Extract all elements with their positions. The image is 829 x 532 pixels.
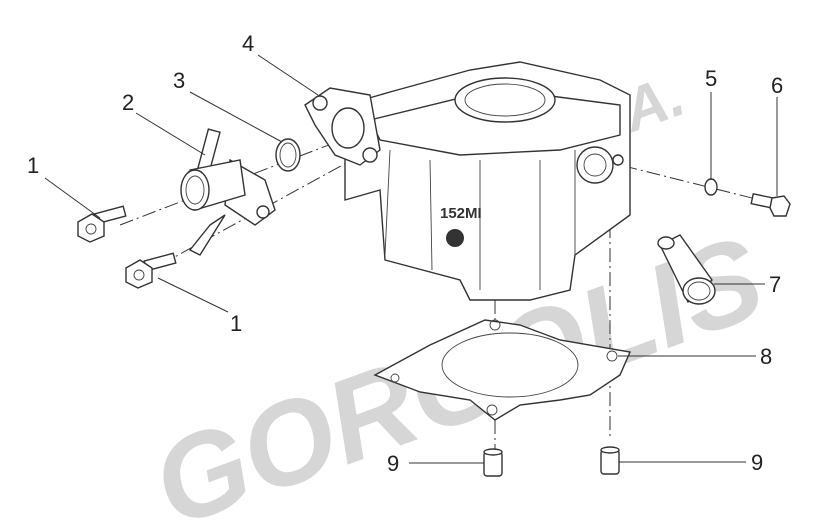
callout-washer: 5: [705, 66, 717, 91]
pipe: [657, 234, 716, 305]
cylinder-block: 152MI: [344, 61, 631, 301]
thermostat-housing: [304, 87, 381, 166]
screw: [750, 192, 791, 217]
callout-bolt-lower: 1: [230, 311, 242, 336]
cylinder-gasket: [373, 319, 631, 421]
logo-emblem: [446, 229, 464, 247]
callout-water-fitting: 2: [122, 90, 134, 115]
dowel-left: [483, 448, 503, 477]
callout-screw: 6: [771, 73, 783, 98]
callout-labels: 1 1 2 3 4 5 6 7 8 9 9: [27, 31, 783, 476]
bolt-upper: [77, 205, 127, 243]
callout-dowel-left: 9: [387, 451, 399, 476]
callout-dowel-right: 9: [751, 450, 763, 475]
dowel-right: [600, 446, 620, 475]
callout-o-ring: 3: [173, 68, 185, 93]
callout-thermostat-housing: 4: [242, 31, 254, 56]
engraving-text: 152MI: [440, 205, 482, 222]
callout-cylinder-gasket: 8: [760, 344, 772, 369]
bolt-lower: [125, 252, 177, 289]
water-fitting: [180, 128, 276, 256]
callout-pipe: 7: [769, 272, 781, 297]
washer: [704, 178, 718, 196]
leader-lines: [44, 54, 778, 464]
callout-bolt-upper: 1: [27, 153, 39, 178]
